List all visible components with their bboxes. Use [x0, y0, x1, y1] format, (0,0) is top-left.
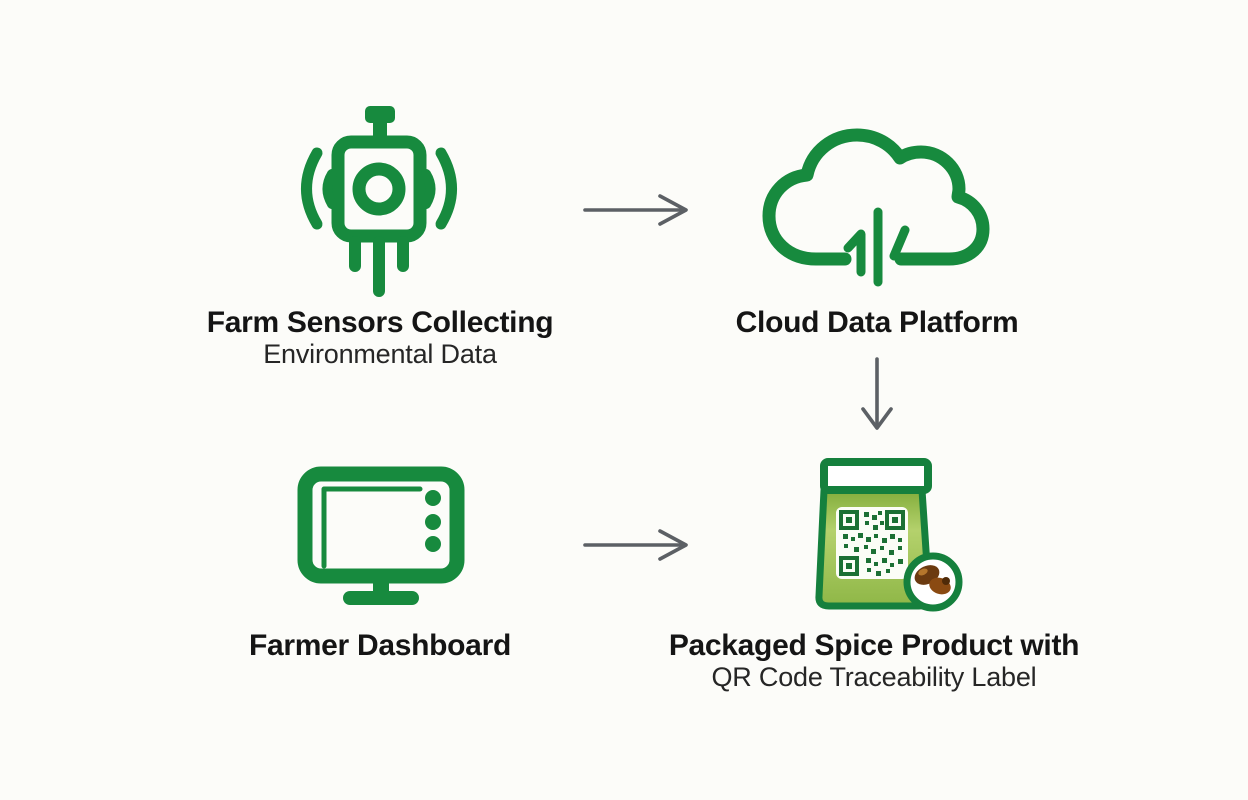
signal-waves-icon — [301, 147, 457, 230]
farm-sensors-title: Farm Sensors Collecting — [206, 306, 554, 339]
chart-marks-icon — [843, 207, 910, 287]
package-title: Packaged Spice Product with — [668, 629, 1080, 662]
farm-sensor-icon — [285, 98, 475, 308]
arrow-dashboard-to-package — [578, 527, 698, 563]
farm-sensors-subtitle: Environmental Data — [263, 339, 497, 369]
package-subtitle: QR Code Traceability Label — [711, 662, 1037, 692]
qr-code-icon — [836, 507, 908, 579]
spice-badge-icon — [903, 552, 963, 612]
arrow-sensors-to-cloud — [578, 192, 698, 228]
spice-package-icon — [810, 455, 970, 615]
cloud-data-icon — [760, 120, 990, 288]
monitor-icon — [296, 465, 466, 605]
arrow-cloud-to-package — [858, 355, 896, 439]
cloud-title: Cloud Data Platform — [735, 306, 1019, 339]
dashboard-title: Farmer Dashboard — [249, 629, 511, 662]
